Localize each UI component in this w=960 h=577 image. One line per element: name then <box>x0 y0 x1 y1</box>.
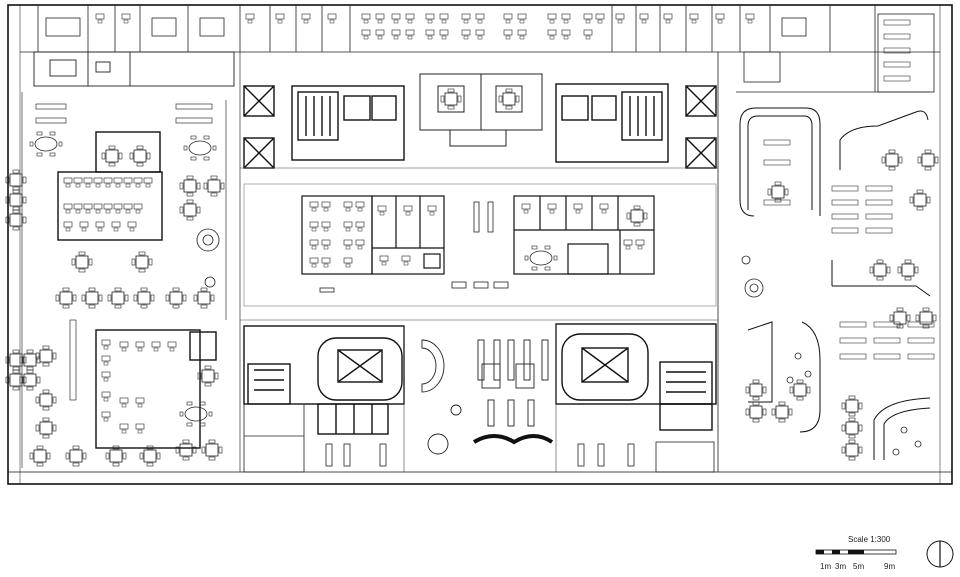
northwest-rooms <box>33 51 235 87</box>
east-curved-counters <box>739 107 931 460</box>
scale-tick-5m: 5m <box>853 562 865 571</box>
central-atrium <box>243 183 717 307</box>
circulation-lines <box>240 167 718 472</box>
west-meeting-tables <box>29 131 225 467</box>
north-desk-clusters <box>95 13 755 40</box>
north-central-meeting-rooms <box>419 73 543 147</box>
west-side-chairs <box>5 169 41 391</box>
north-core-east <box>555 83 717 169</box>
east-wing-walls <box>717 13 935 472</box>
south-core-west <box>243 325 405 435</box>
north-central-chairs <box>440 88 520 110</box>
west-round-stair <box>196 228 220 288</box>
atrium-benches <box>319 201 509 293</box>
atrium-west-desks <box>309 201 437 268</box>
west-workspace-block <box>57 131 217 449</box>
east-benches <box>763 19 935 360</box>
scale-tick-1m: 1m <box>820 562 832 571</box>
scale-tick-9m: 9m <box>884 562 896 571</box>
west-perimeter <box>21 52 241 472</box>
scale-label: Scale 1:300 <box>848 535 891 544</box>
south-central-lounge <box>421 339 554 455</box>
north-core-west <box>243 85 405 169</box>
scale-tick-3m: 3m <box>835 562 847 571</box>
atrium-west-island <box>301 195 445 275</box>
east-tables <box>745 149 939 461</box>
atrium-east-island <box>513 195 655 275</box>
building-outline <box>7 4 953 485</box>
east-round-features <box>741 255 922 456</box>
south-west-rooms <box>243 403 715 473</box>
north-arrow-icon <box>926 540 954 568</box>
south-core-east <box>555 323 717 431</box>
north-office-row <box>20 5 940 92</box>
atrium-east-chairs <box>521 203 648 271</box>
west-workstations <box>63 177 177 434</box>
scale-bar <box>815 549 897 555</box>
